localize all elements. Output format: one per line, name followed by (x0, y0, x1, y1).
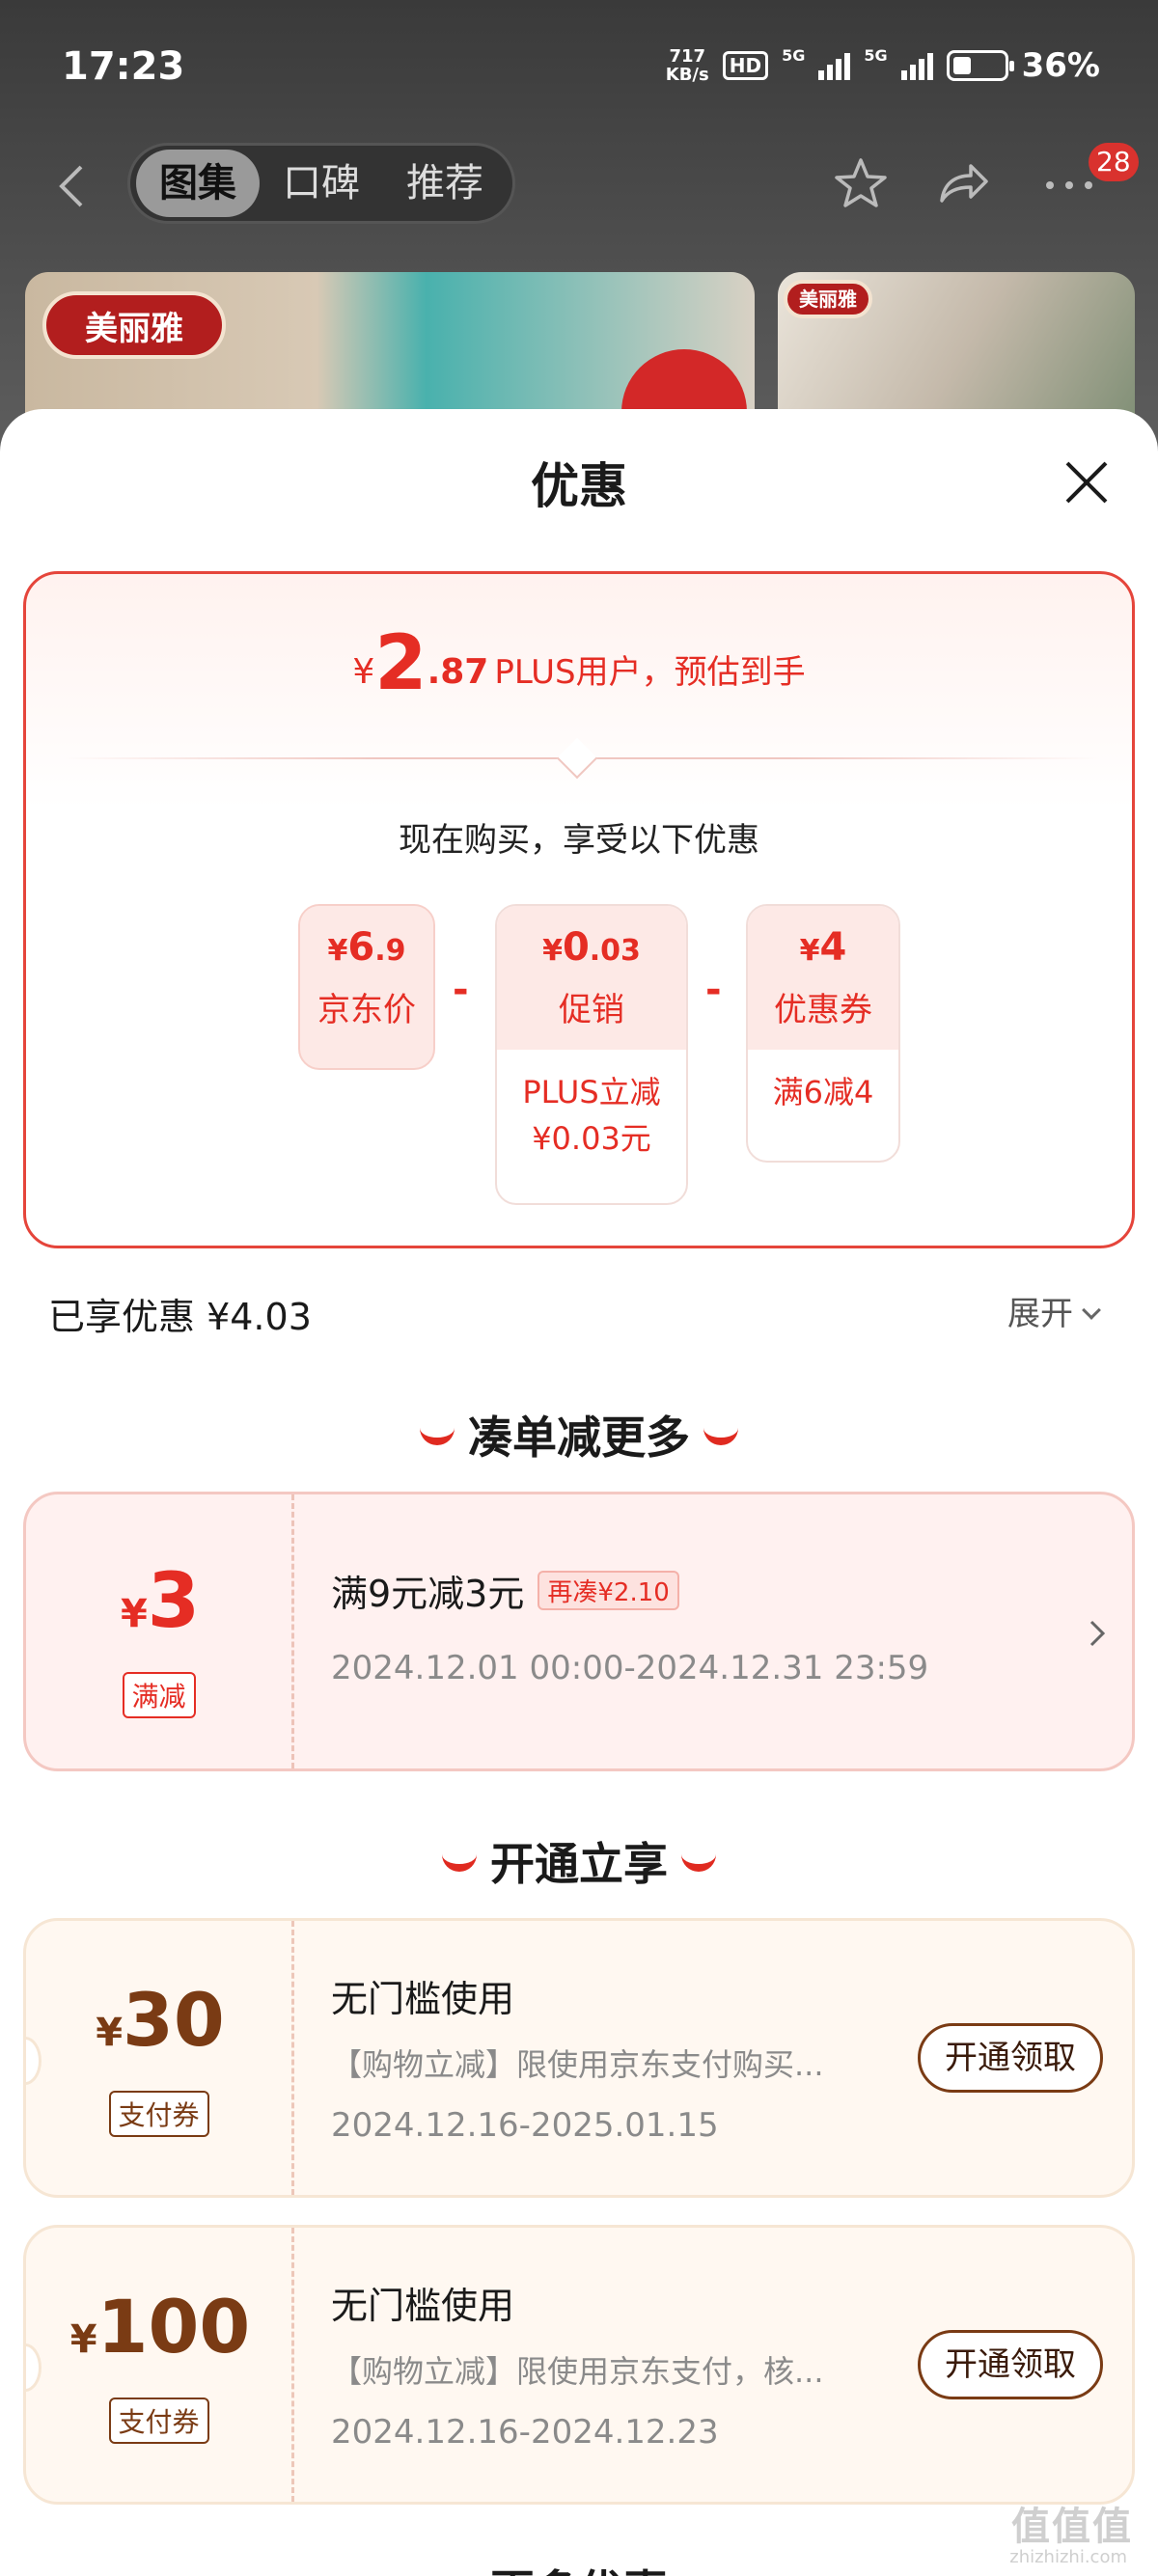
sheet-title: 优惠 (531, 458, 627, 514)
activate-claim-button[interactable]: 开通领取 (918, 2023, 1103, 2093)
divider-notch (556, 737, 598, 780)
chevron-right-icon (1089, 1620, 1106, 1647)
activate-claim-button[interactable]: 开通领取 (918, 2330, 1103, 2399)
coupon-value-column: ¥100 支付券 (26, 2228, 294, 2502)
brand-logo-small: 美丽雅 (784, 280, 872, 318)
status-bar: 17:23 717 KB/s HD 5G 5G 36% (0, 0, 1158, 135)
network-label-1: 5G (782, 46, 806, 65)
signal-icon (818, 51, 851, 80)
next-section-heading: 更多优惠 (0, 2557, 1158, 2576)
status-time: 17:23 (62, 44, 185, 89)
tab-recommend[interactable]: 推荐 (406, 161, 483, 206)
battery-level: 36% (1021, 46, 1100, 85)
jd-price-box: ¥6.9 京东价 (298, 904, 435, 1070)
coupon-condition: 满6减4 (748, 1050, 898, 1115)
coupon-title: 无门槛使用 (331, 1978, 515, 2020)
estimated-price-note: PLUS用户，预估到手 (494, 653, 806, 692)
smile-decoration-icon (442, 1852, 477, 1872)
coupon-type-tag: 满减 (122, 1672, 196, 1718)
tab-gallery[interactable]: 图集 (136, 150, 260, 217)
chevron-down-icon (1082, 1301, 1101, 1320)
promotion-label: 促销 (559, 991, 624, 1029)
brand-logo: 美丽雅 (42, 291, 226, 359)
coupon-value-column: ¥30 支付券 (26, 1921, 294, 2195)
more-icon[interactable] (1040, 154, 1098, 212)
coupon-value: ¥30 (96, 1977, 225, 2063)
coupon-value: ¥3 (120, 1558, 201, 1645)
smile-decoration-icon (703, 1426, 738, 1445)
coupon-type-tag: 支付券 (108, 2091, 209, 2137)
enjoyed-discount: 已享优惠 ¥4.03 (48, 1296, 312, 1338)
minus-sign: - (705, 968, 722, 1012)
discount-coupon-card[interactable]: ¥3 满减 满9元减3元再凑¥2.10 2024.12.01 00:00-202… (23, 1492, 1135, 1771)
coupon-description: 【购物立减】限使用京东支付购买... (331, 2046, 824, 2083)
coupon-validity: 2024.12.16-2024.12.23 (331, 2413, 719, 2452)
smile-decoration-icon (420, 1426, 455, 1445)
watermark-site: zhizhizhi.com (1009, 2547, 1127, 2567)
coupon-title: 满9元减3元再凑¥2.10 (331, 1564, 679, 1617)
expand-button[interactable]: 展开 (1007, 1287, 1101, 1334)
promotion-box: ¥0.03 促销 PLUS立减 ¥0.03元 (495, 904, 688, 1205)
coupon-box: ¥4 优惠券 满6减4 (746, 904, 900, 1163)
buy-now-text: 现在购买，享受以下优惠 (399, 821, 759, 860)
coupon-value: ¥100 (69, 2284, 251, 2370)
notification-badge: 28 (1089, 143, 1139, 181)
signal-icon-2 (900, 51, 933, 80)
top-tabs: 图集 口碑 推荐 (127, 143, 515, 224)
jd-price-label: 京东价 (317, 991, 416, 1029)
section-open-heading: 开通立享 (0, 1829, 1158, 1893)
battery-icon (946, 50, 1014, 81)
coupon-type-tag: 支付券 (108, 2398, 209, 2444)
coupon-title: 无门槛使用 (331, 2285, 515, 2327)
star-icon[interactable] (832, 154, 890, 212)
smile-decoration-icon (681, 1852, 716, 1872)
hd-icon: HD (722, 51, 769, 80)
plus-discount-detail: PLUS立减 ¥0.03元 (497, 1050, 686, 1162)
coupon-validity: 2024.12.16-2025.01.15 (331, 2106, 719, 2145)
coupon-description: 【购物立减】限使用京东支付，核... (331, 2353, 824, 2390)
section-more-heading: 凑单减更多 (0, 1403, 1158, 1466)
tab-reviews[interactable]: 口碑 (283, 161, 360, 206)
close-icon[interactable] (1058, 453, 1116, 511)
watermark-logo: 值值值 (1011, 2505, 1133, 2549)
coupon-validity: 2024.12.01 00:00-2024.12.31 23:59 (331, 1649, 929, 1687)
minus-sign: - (453, 968, 469, 1012)
coupon-value-column: ¥3 满减 (26, 1494, 294, 1768)
network-label-2: 5G (864, 46, 888, 65)
add-more-badge: 再凑¥2.10 (538, 1571, 679, 1610)
pay-coupon-card: ¥100 支付券 无门槛使用 【购物立减】限使用京东支付，核... 2024.1… (23, 2225, 1135, 2505)
status-icons: 717 KB/s HD 5G 5G 36% (666, 46, 1100, 85)
back-icon[interactable] (52, 162, 91, 210)
coupon-label: 优惠券 (774, 991, 872, 1029)
pay-coupon-card: ¥30 支付券 无门槛使用 【购物立减】限使用京东支付购买... 2024.12… (23, 1918, 1135, 2198)
net-speed: 717 KB/s (665, 46, 709, 85)
share-icon[interactable] (934, 154, 992, 212)
